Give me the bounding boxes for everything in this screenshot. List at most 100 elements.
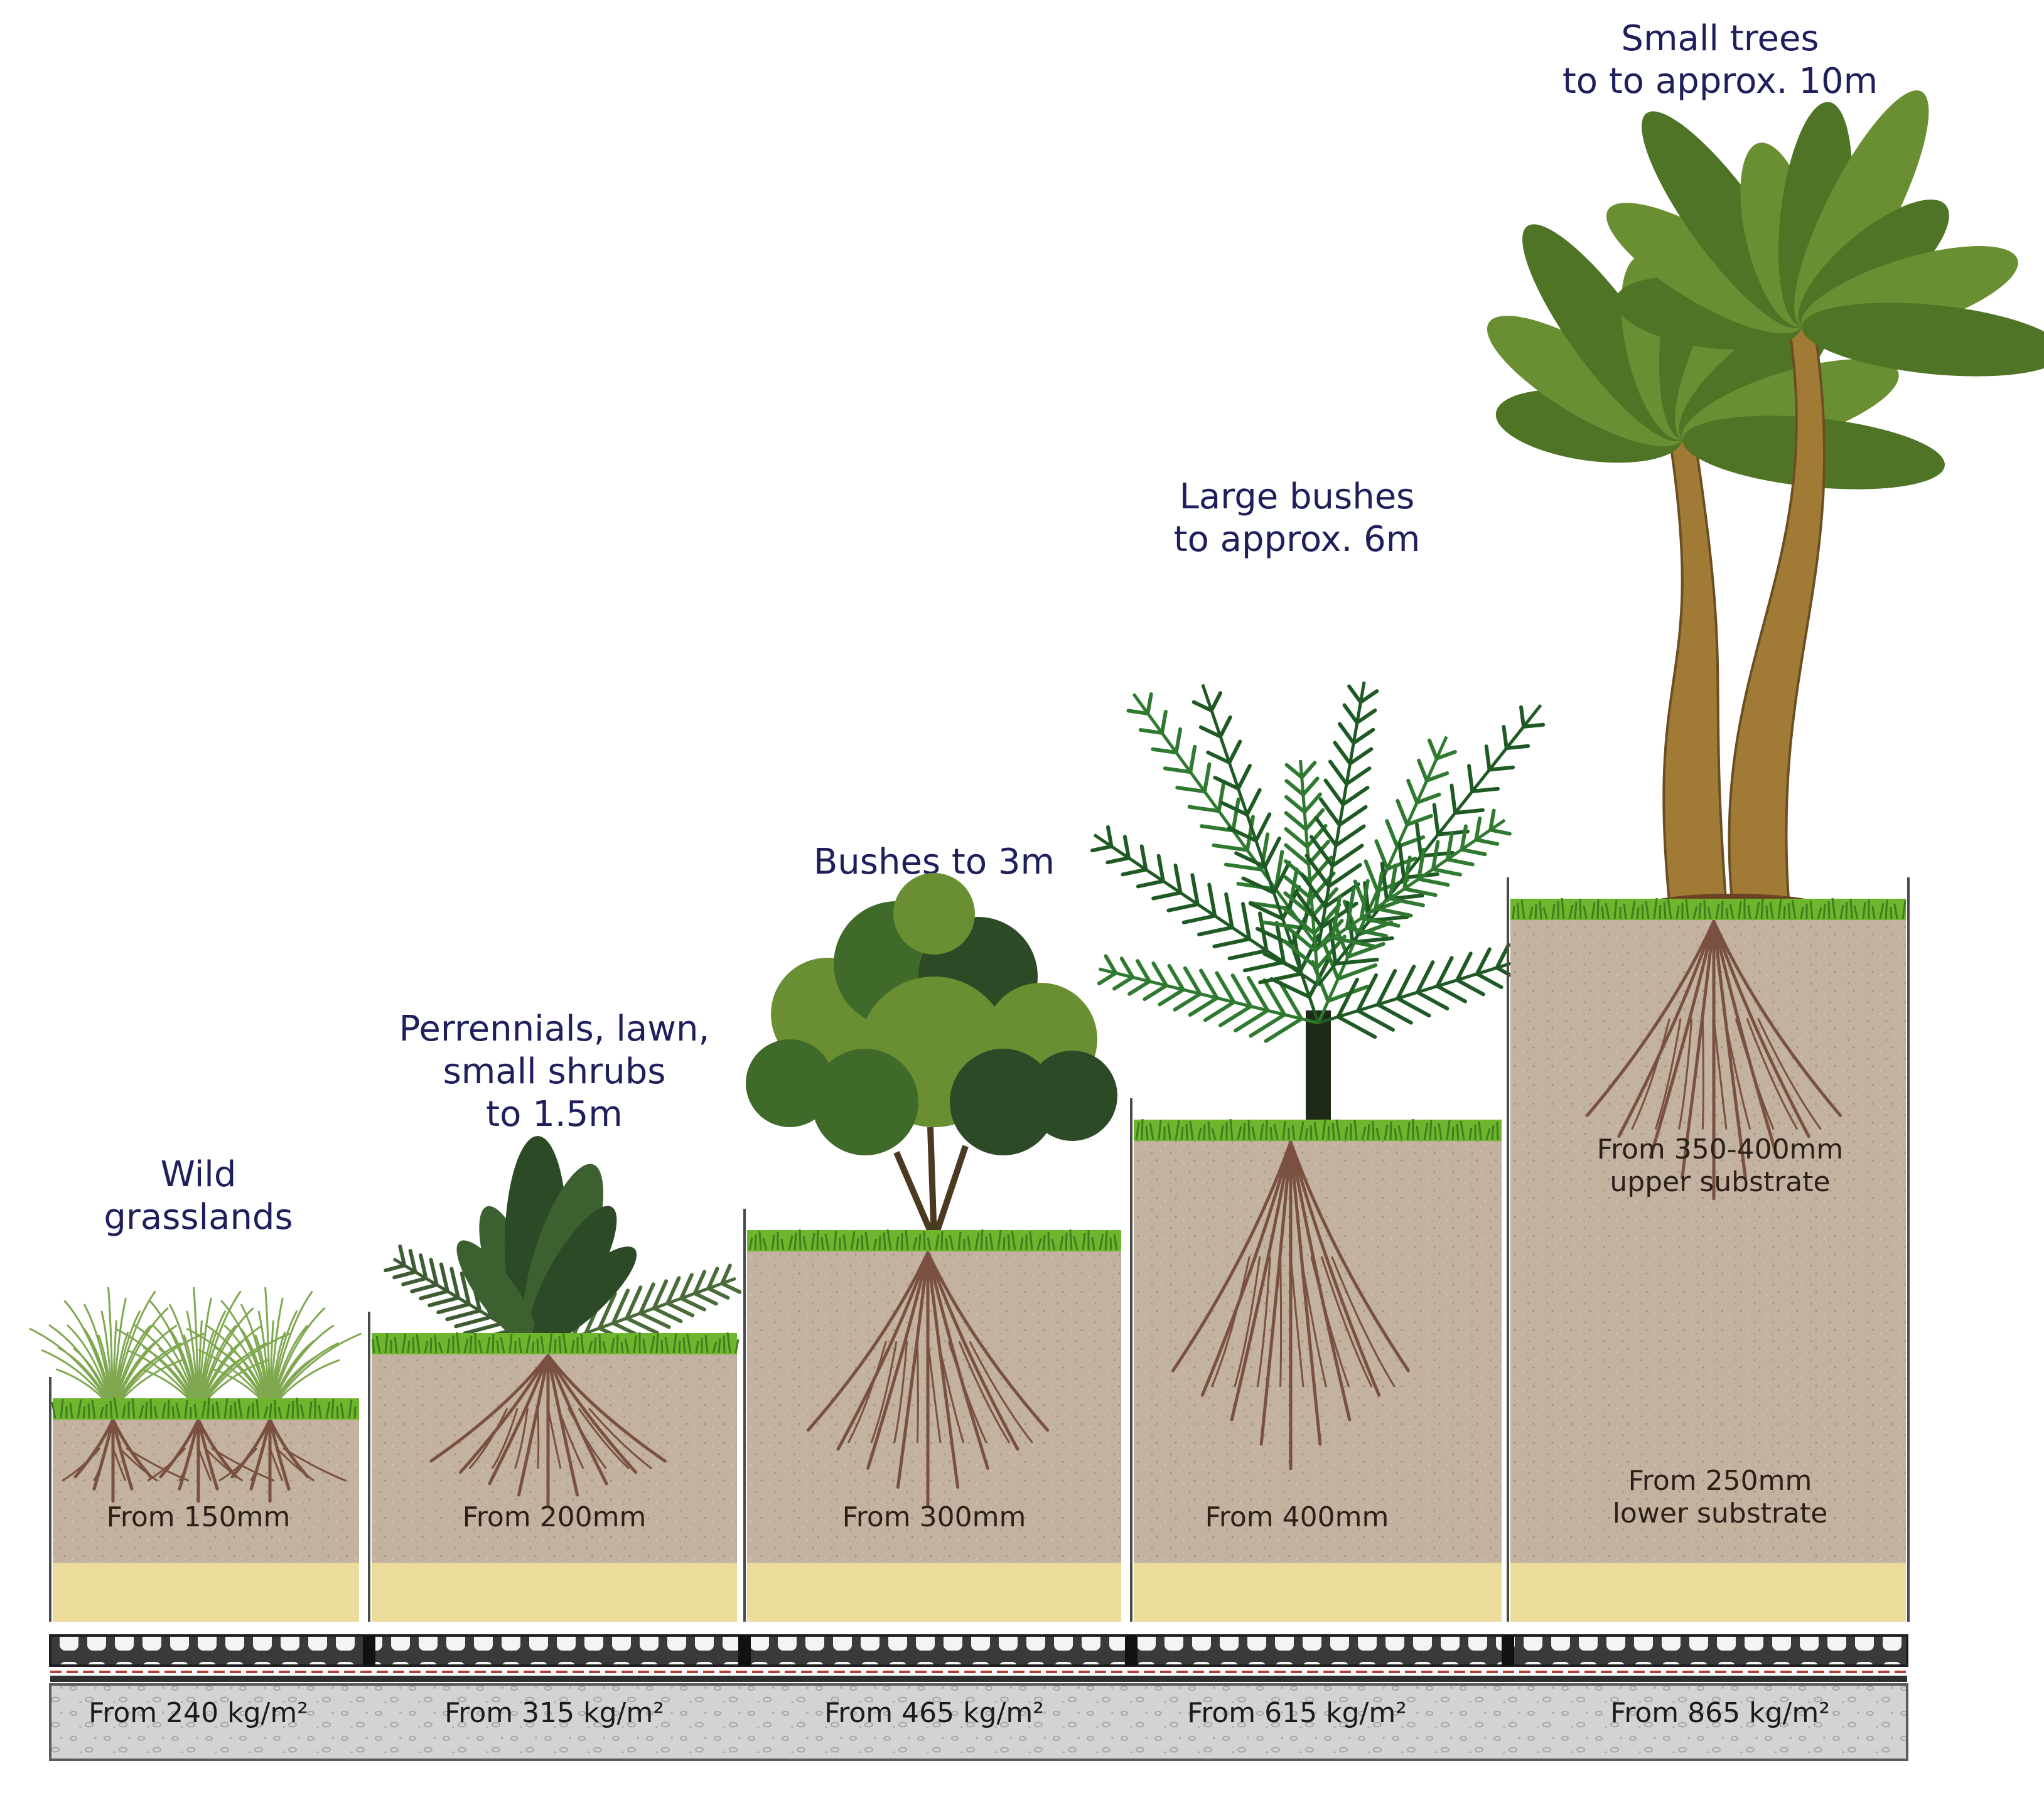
grass-blades (748, 1229, 1118, 1251)
root-branch (250, 1448, 264, 1482)
root-line (488, 1354, 550, 1486)
root-branch (197, 1447, 212, 1482)
root-branch (1746, 1018, 1799, 1130)
bush-foliage (950, 1049, 1057, 1155)
leaf (531, 1246, 637, 1346)
root-line (836, 1251, 930, 1451)
root-line (926, 1251, 989, 1470)
sand-layer (747, 1563, 1121, 1622)
root-branch (1331, 1256, 1396, 1388)
plants (29, 90, 2044, 1411)
root-line (896, 1251, 930, 1489)
root-branch (1256, 1256, 1271, 1388)
root-branch (916, 1341, 919, 1443)
roots (1585, 919, 1842, 1201)
root-branch (211, 1447, 275, 1482)
substrate-depth-label: From 250mm (1628, 1465, 1812, 1497)
bush-foliage (746, 1039, 834, 1127)
grass-tuft (186, 1287, 362, 1411)
root-line (926, 1251, 1019, 1451)
root-branch (147, 1447, 186, 1482)
root-branch (937, 1341, 965, 1443)
root-branch (927, 1341, 942, 1443)
root-line (1617, 919, 1716, 1138)
grass-blades (372, 1332, 740, 1354)
drainage-separator (363, 1636, 375, 1666)
root-branch (514, 1408, 529, 1469)
root-branch (947, 1341, 987, 1443)
root-line (1712, 919, 1810, 1138)
root-line (806, 1251, 930, 1432)
frond-stem (1317, 818, 1506, 950)
root-branch (93, 1448, 107, 1482)
root-branch (112, 1447, 127, 1482)
root-branch (119, 1447, 158, 1482)
root-line (1289, 1140, 1352, 1421)
substrate-column: From 400mm (1130, 1098, 1502, 1622)
column-title-line: grasslands (104, 1197, 293, 1238)
column-title-line: Wild (161, 1154, 237, 1195)
root-line (546, 1354, 638, 1474)
sand-layer (53, 1563, 359, 1622)
sand-layer (1134, 1563, 1502, 1622)
sand-layer (372, 1563, 737, 1622)
roots (806, 1251, 1050, 1508)
frond-leaflets (1191, 691, 1331, 999)
frond-leaflets (1330, 808, 1512, 948)
root-branch (1210, 1256, 1251, 1388)
root-branch (847, 1341, 887, 1443)
root-branch (537, 1408, 540, 1469)
grass-tuft (114, 1287, 290, 1411)
root-branch (969, 1341, 1033, 1443)
palm-tree-icon (1487, 90, 2044, 921)
substrate-depth-label: From 200mm (463, 1501, 647, 1533)
substrate-column: From 150mm (49, 1377, 359, 1622)
root-line (1712, 919, 1779, 1159)
root-branch (218, 1447, 258, 1482)
leaf (1801, 302, 2044, 377)
root-branch (1757, 1018, 1822, 1130)
root-branch (557, 1408, 584, 1469)
root-line (111, 1418, 153, 1479)
tree-trunk (1662, 438, 1728, 909)
root-branch (578, 1408, 630, 1470)
column-title-line: Small trees (1621, 18, 1819, 59)
root-branch (269, 1447, 284, 1482)
frond-stem (1316, 681, 1366, 948)
frond-stem (1299, 759, 1320, 986)
drainage-separator (738, 1636, 751, 1666)
bush-stems (893, 1127, 969, 1241)
concrete-deck (49, 1683, 1908, 1761)
root-line (429, 1354, 550, 1463)
root-branch (468, 1408, 508, 1469)
root-line (1585, 919, 1716, 1117)
drainage-separator (1502, 1636, 1514, 1666)
root-line (517, 1354, 550, 1497)
root-line (1259, 1140, 1293, 1446)
root-line (1230, 1140, 1293, 1421)
sand-layer (1510, 1563, 1906, 1622)
root-branch (178, 1448, 193, 1482)
root-branch (893, 1341, 908, 1443)
substrate-depth-label: From 300mm (842, 1501, 1026, 1533)
drainage-separator (1125, 1636, 1138, 1666)
root-line (1649, 919, 1716, 1159)
root-line (1712, 919, 1842, 1117)
root-branch (1654, 1018, 1682, 1130)
substrate-column: From 200mm (368, 1312, 740, 1622)
root-line (926, 1251, 1050, 1432)
root-branch (282, 1447, 347, 1482)
root-line (1171, 1140, 1293, 1373)
root-branch (1299, 1256, 1327, 1388)
load-label: From 465 kg/m² (824, 1697, 1044, 1729)
root-branch (1724, 1018, 1751, 1130)
root-branch (1713, 1018, 1728, 1130)
root-line (866, 1251, 930, 1470)
root-branch (276, 1447, 315, 1482)
root-line (458, 1354, 550, 1474)
grass-blades (51, 1397, 357, 1419)
root-line (1200, 1140, 1293, 1397)
